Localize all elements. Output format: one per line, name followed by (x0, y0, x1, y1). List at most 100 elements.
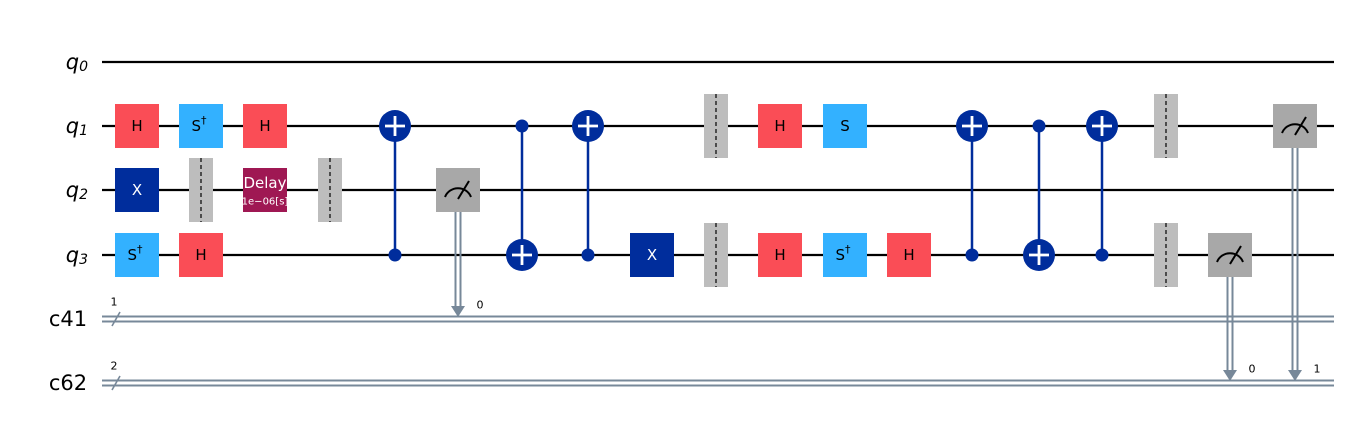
meter-arc-icon (1216, 252, 1244, 263)
x-gate: X (630, 233, 674, 277)
gate-box (630, 233, 674, 277)
delay-gate: Delay 1e−06[s] (242, 168, 289, 212)
gate-box (823, 233, 867, 277)
h-gate: H (179, 233, 223, 277)
qubit-label-index: 2 (79, 187, 88, 203)
measure-box (436, 168, 480, 212)
qubit-label-base: q (66, 114, 79, 138)
sdg-gate: S† (179, 104, 223, 148)
gate-box (115, 104, 159, 148)
classical-register-label: c41 (49, 307, 87, 331)
measure-gate (436, 168, 480, 212)
sdg-gate: S† (823, 233, 867, 277)
s-gate: S (823, 104, 867, 148)
barrier (1154, 223, 1178, 287)
cnot-control-dot (581, 248, 595, 262)
gate-label: S† (191, 114, 207, 136)
gate-label: H (903, 246, 914, 264)
gate-box (758, 104, 802, 148)
gate-label: S† (127, 243, 143, 265)
gate-box (179, 233, 223, 277)
cnot-gate (1086, 110, 1118, 262)
cnot-control-dot (515, 119, 529, 133)
gate-label: H (131, 117, 142, 135)
register-slash (111, 311, 121, 327)
gate-label-base: S (191, 117, 201, 135)
connectors-layer: 0 0 1 (451, 148, 1321, 381)
meter-needle-icon (1229, 245, 1242, 265)
delay-duration-label: 1e−06[s] (242, 197, 289, 208)
cnot-control-dot (388, 248, 402, 262)
meter-needle-icon (457, 180, 470, 200)
gate-box (758, 233, 802, 277)
register-size-label: 2 (111, 360, 118, 373)
measure-gate (1273, 104, 1317, 148)
meter-arc-icon (444, 187, 472, 198)
cnot-gate (572, 110, 604, 262)
classical-register-label: c62 (49, 371, 87, 395)
measure-arrowhead (1288, 370, 1302, 381)
measure-arrowhead (1223, 370, 1237, 381)
register-size-label: 1 (111, 296, 118, 309)
cnot-control-dot (965, 248, 979, 262)
h-gate: H (243, 104, 287, 148)
gate-label: X (647, 246, 657, 264)
cnot-gate (1023, 119, 1055, 271)
gate-box (823, 104, 867, 148)
gate-label: X (132, 181, 142, 199)
sdg-gate: S† (115, 233, 159, 277)
h-gate: H (758, 104, 802, 148)
h-gate: H (887, 233, 931, 277)
meter-needle-icon (1294, 116, 1307, 136)
cnot-gate (379, 110, 411, 262)
gate-label-base: S (835, 246, 845, 264)
gate-label: S† (835, 243, 851, 265)
measure-gate (1208, 233, 1252, 277)
delay-label: Delay (243, 174, 286, 192)
measure-bit-index: 0 (477, 299, 484, 312)
gate-label-dagger: † (137, 243, 143, 256)
qubit-label-base: q (66, 50, 79, 74)
cnot-control-dot (1095, 248, 1109, 262)
gate-label: H (195, 246, 206, 264)
gate-box (179, 104, 223, 148)
qubit-label: q1 (66, 114, 88, 139)
gate-label: H (774, 117, 785, 135)
qubit-label: q3 (66, 243, 88, 268)
register-slash (111, 375, 121, 391)
qubit-label: q2 (66, 178, 88, 203)
cnot-gate (506, 119, 538, 271)
gate-label-base: S (127, 246, 137, 264)
meter-arc-icon (1281, 123, 1309, 134)
gate-box (115, 168, 159, 212)
measure-bit-index: 0 (1249, 363, 1256, 376)
gate-box (243, 168, 287, 212)
gate-label: S (840, 117, 850, 135)
barrier (704, 94, 728, 158)
h-gate: H (115, 104, 159, 148)
barrier (1154, 94, 1178, 158)
qubit-label-index: 0 (79, 59, 88, 75)
qubit-label-index: 3 (79, 252, 88, 268)
gate-label-dagger: † (201, 114, 207, 127)
x-gate: X (115, 168, 159, 212)
measure-box (1208, 233, 1252, 277)
barrier (704, 223, 728, 287)
gate-box (887, 233, 931, 277)
gate-label: H (259, 117, 270, 135)
measure-bit-index: 1 (1314, 363, 1321, 376)
gate-box (115, 233, 159, 277)
measure-box (1273, 104, 1317, 148)
cnot-control-dot (1032, 119, 1046, 133)
h-gate: H (758, 233, 802, 277)
gate-box (243, 104, 287, 148)
barrier (318, 158, 342, 222)
wires-layer (102, 60, 1334, 391)
gate-label: H (774, 246, 785, 264)
qubit-label-index: 1 (79, 123, 88, 139)
qubit-label: q0 (66, 50, 88, 75)
measure-arrowhead (451, 306, 465, 317)
